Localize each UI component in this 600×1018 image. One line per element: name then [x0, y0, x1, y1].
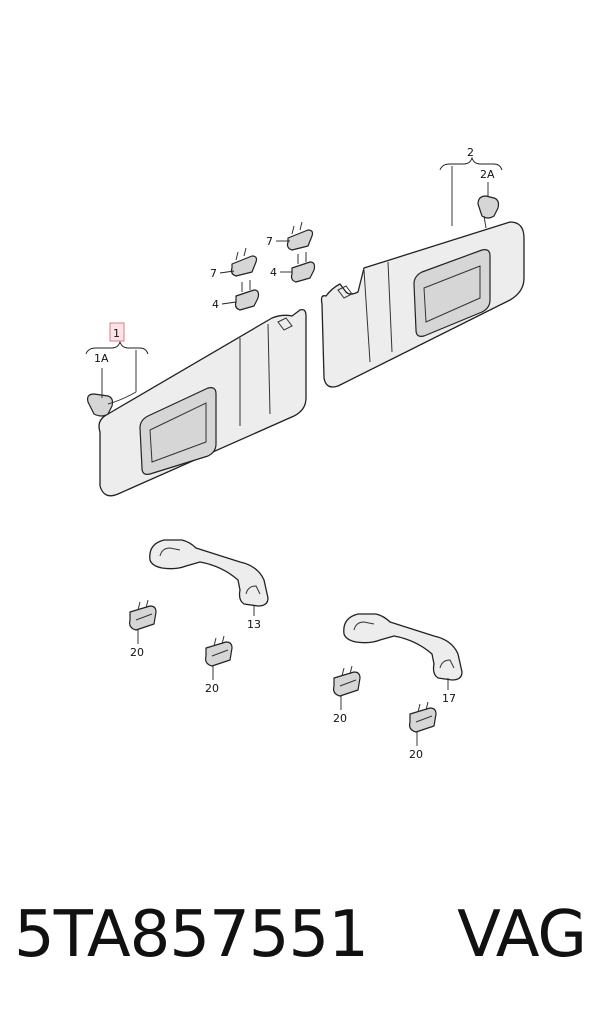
sun-visor-left[interactable]: [98, 308, 307, 497]
clip-20-a[interactable]: [129, 599, 157, 631]
clip-7-left[interactable]: [230, 247, 258, 277]
callout-7-right: 7: [266, 235, 273, 248]
callout-1a: 1A: [94, 352, 109, 365]
grab-handle-13[interactable]: [149, 539, 269, 607]
visor-mount-1a[interactable]: [87, 391, 137, 417]
parts-diagram: 1 1A 2 2A 7 4 7 4 13 17 20 20 20 20: [85, 146, 525, 761]
clip-20-c[interactable]: [333, 665, 361, 697]
callout-20-c: 20: [333, 712, 347, 725]
callout-1: 1: [113, 327, 120, 340]
callout-20-b: 20: [205, 682, 219, 695]
grab-handle-17[interactable]: [343, 613, 463, 681]
callout-1-highlight: [109, 322, 125, 342]
clip-20-b[interactable]: [205, 635, 233, 667]
callout-4-left: 4: [212, 298, 219, 311]
callout-13: 13: [247, 618, 261, 631]
clip-7-right[interactable]: [286, 221, 314, 251]
clip-4-left[interactable]: [234, 280, 260, 311]
brand-name: VAG: [457, 898, 587, 972]
clip-4-right[interactable]: [290, 252, 316, 283]
sun-visor-right[interactable]: [320, 221, 525, 388]
callout-2: 2: [467, 146, 474, 159]
callout-2a: 2A: [480, 168, 495, 181]
callout-17: 17: [442, 692, 456, 705]
callout-4-right: 4: [270, 266, 277, 279]
visor-mount-2a[interactable]: [477, 195, 500, 229]
callout-7-left: 7: [210, 267, 217, 280]
callout-20-d: 20: [409, 748, 423, 761]
footer: 5TA857551 VAG: [0, 885, 600, 995]
clip-20-d[interactable]: [409, 701, 437, 733]
callout-20-a: 20: [130, 646, 144, 659]
leader-lines: [85, 156, 503, 746]
part-number: 5TA857551: [14, 898, 369, 972]
